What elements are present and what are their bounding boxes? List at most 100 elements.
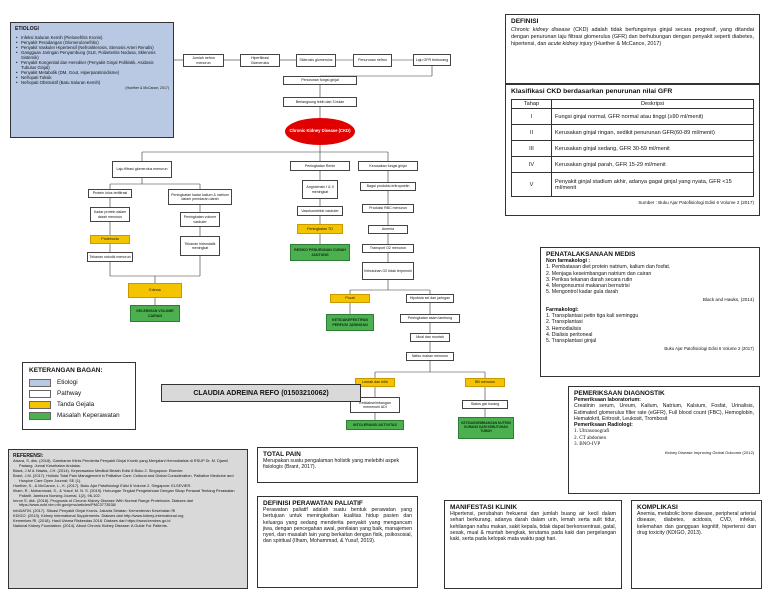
farm-title: Farmakologi: bbox=[546, 306, 579, 313]
legend-swatch bbox=[29, 389, 51, 398]
manifestasi-title: MANIFESTASI KLINIK bbox=[450, 504, 518, 511]
table-cell: Kerusakan ginjal parah, GFR 15-29 ml/men… bbox=[551, 156, 754, 173]
referensi-item: Brant, J.M. (2017). Holistic Total Pain … bbox=[13, 472, 234, 483]
definisi-term2: acute kidney injury bbox=[547, 41, 593, 47]
node-pucat: Pucat bbox=[330, 294, 370, 303]
node-nafsu-makan: Nafsu makan menurun bbox=[406, 352, 454, 361]
node-laju-gfr: Laju GFR berkurang bbox=[413, 54, 451, 66]
etiologi-item: Penyakit Peradangan (Glomerulonefritis) bbox=[15, 40, 169, 45]
definisi-box: DEFINISI Chronic kidney disease (CKD) ad… bbox=[505, 14, 760, 84]
rad-item: 1. Ultrasonografi bbox=[574, 428, 610, 435]
node-intoleransi-aktivitas: INTOLERANSI AKTIVITAS bbox=[346, 420, 404, 430]
node-peningkatan-renin: Peningkatan Renin bbox=[290, 161, 350, 171]
node-penurunan-fungsi: Penurunan fungsi ginjal bbox=[283, 76, 357, 85]
farm-item: 2. Transplantasi bbox=[546, 319, 583, 326]
referensi-item: InfoDATIN. (2017). Situasi Penyakit Ginj… bbox=[13, 507, 176, 513]
farm-list: 1. Transplantasi petin tiga kali semingg… bbox=[546, 313, 754, 344]
node-lfg-menurun: Laju filtrasi glomerulus menurun bbox=[112, 161, 172, 178]
etiologi-list: Infeksi Saluran Kemih (Pielonefritis Kro… bbox=[15, 35, 169, 85]
nonfarm-item: 5. Mengontrol kadar gula darah bbox=[546, 289, 619, 296]
table-cell: V bbox=[511, 172, 552, 197]
farm-item: 5. Transplantasi ginjal bbox=[546, 338, 597, 345]
definisi-text: Chronic kidney disease (CKD) adalah tida… bbox=[511, 27, 754, 48]
legend-label: Tanda Gejala bbox=[57, 401, 95, 408]
node-kebutuhan-o2: Kebutuhan O2 tidak terpenuhi bbox=[362, 262, 414, 280]
node-tekanan-hidrostatik: Tekanan hidrostatik meningkat bbox=[180, 236, 220, 256]
node-kelebihan-volume: KELEBIHAN VOLUME CAIRAN bbox=[130, 305, 180, 322]
node-ketidakseimbangan-adl: Ketidakseimbangan memenuhi ADI bbox=[350, 397, 400, 413]
diagnostik-title: PEMERIKSAAN DIAGNOSTIK bbox=[574, 390, 665, 397]
referensi-item: Imron S, dkk. (2018). Prognosis of Chron… bbox=[13, 497, 194, 508]
node-kadar-kalium: Peningkatan kadar kalium & natrium dalam… bbox=[168, 189, 232, 205]
klasifikasi-title: Klasifikasi CKD berdasarkan penurunan ni… bbox=[511, 88, 673, 95]
node-volume-vaskuler: Peningkatan volume vaskuler bbox=[180, 212, 220, 227]
referensi-box: REFERENSI: Aisara, S, dkk. (2018). Gamba… bbox=[8, 449, 248, 589]
totalpain-box: TOTAL PAIN Merupakan suatu pengalaman ho… bbox=[257, 447, 418, 483]
komplikasi-text: Anemia, metabolic bone disease, peripher… bbox=[637, 511, 756, 536]
etiologi-item: Penyakit Kongenital dan Herediter (Penya… bbox=[15, 60, 169, 70]
node-edema: Edema bbox=[128, 283, 182, 298]
paliatif-box: DEFINISI PERAWATAN PALIATIF Perawatan pa… bbox=[257, 496, 418, 588]
nonfarm-item: 2. Menjaga keseimbangan natrium dan cair… bbox=[546, 270, 652, 277]
legend-item: Etiologi bbox=[29, 377, 129, 388]
paliatif-text: Perawatan paliatif adalah suatu bentuk p… bbox=[263, 507, 412, 545]
node-peningkatan-td: Peningkatan TD bbox=[297, 224, 343, 234]
legend-item: Masalah Keperawatan bbox=[29, 410, 129, 421]
node-jumlah-nefron: Jumlah nefron menurun bbox=[183, 54, 224, 67]
farm-item: 4. Dialisis peritoneal bbox=[546, 331, 593, 338]
node-resiko-curah-jantung: RESIKO PENURUNAN CURAH JANTUNG bbox=[290, 244, 350, 261]
node-mual-muntah: Mual dan muntah bbox=[410, 333, 450, 342]
legend-label: Pathway bbox=[57, 390, 82, 397]
node-nutrisi-kurang: KETIDAKSEIMBANGAN NUTRISI KURANG DARI KE… bbox=[458, 417, 514, 439]
lab-text: Creatinin serum, Ureum, Kalium, Natrium,… bbox=[574, 403, 754, 422]
referensi-item: National Kidney Foundation. (2014). Abou… bbox=[13, 523, 168, 529]
node-anemia: Anemia bbox=[368, 225, 408, 234]
definisi-body: (CKD) adalah tidak berfungsinya ginjal s… bbox=[511, 27, 754, 47]
table-cell: Penyakit ginjal stadium akhir, adanya ga… bbox=[551, 172, 754, 197]
etiologi-item: Gangguan Jaringan Penyambung (SLE, Polia… bbox=[15, 50, 169, 60]
referensi-title: REFERENSI: bbox=[13, 453, 44, 459]
node-hipoksia: Hipoksia sel dan jaringan bbox=[406, 294, 454, 303]
node-proteinuria: Proteinuria bbox=[90, 235, 130, 244]
penatalaksanaan-box: PENATALAKSANAAN MEDIS Non farmakologi : … bbox=[540, 247, 760, 377]
etiologi-item: Penyakit Metabolik (DM, Gout, Hiperparat… bbox=[15, 70, 169, 75]
node-asam-lambung: Peningkatan asam lambung bbox=[400, 314, 460, 323]
definisi-title: DEFINISI bbox=[511, 18, 539, 25]
author-name: CLAUDIA ADREINA REFO (01503210062) bbox=[193, 389, 329, 397]
node-angiotensin: Angiotensin I & II meningkat bbox=[302, 180, 338, 199]
node-sklerosis: Sklerosis glomerulus bbox=[296, 54, 336, 67]
manifestasi-box: MANIFESTASI KLINIK Hipertensi, perubahan… bbox=[444, 500, 622, 589]
lab-title: Pemeriksaan laboratorium: bbox=[574, 397, 641, 403]
etiologi-box: ETIOLOGI Infeksi Saluran Kemih (Pielonef… bbox=[10, 22, 174, 138]
klasifikasi-source: Sumber : Buku Ajar Patofisiologi Edisi 6… bbox=[638, 200, 754, 205]
totalpain-text: Merupakan suatu pengalaman holistik yang… bbox=[263, 458, 400, 471]
node-kerusakan-fungsi: Kerusakan fungsi ginjal bbox=[358, 161, 418, 171]
node-bb-menurun: BB menurun bbox=[465, 378, 505, 387]
komplikasi-box: KOMPLIKASI Anemia, metabolic bone diseas… bbox=[631, 500, 762, 589]
legend-swatch bbox=[29, 411, 51, 420]
node-perfusi-jaringan: KETIDAKEFEKTIFAN PERFUSI JARINGAN bbox=[326, 314, 374, 331]
node-berlangsung: Berlangsung lebih dari 3 bulan bbox=[283, 97, 357, 107]
table-header: Tahap bbox=[511, 99, 552, 109]
table-cell: Fungsi ginjal normal, GFR normal atau ti… bbox=[551, 108, 754, 125]
etiologi-item: Penyakit Vaskuler Hipertensif (Nefroskle… bbox=[15, 45, 169, 50]
node-produksi-eritropoetin: Bagai produksi eritropoetin bbox=[360, 182, 416, 191]
keterangan-title: KETERANGAN BAGAN: bbox=[29, 367, 103, 374]
node-produksi-rbc: Produksi RBC menurun bbox=[362, 204, 414, 213]
nonfarm-title: Non farmakologi : bbox=[546, 258, 591, 264]
node-protein-lolos: Protein lolos terfiltrasi bbox=[88, 189, 132, 198]
table-cell: IV bbox=[511, 156, 552, 173]
node-penurunan-nefron: Penurunan nefron bbox=[353, 54, 392, 67]
nonfarm-item: 4. Mengonsumsi makanan bernutrisi bbox=[546, 283, 630, 290]
legend-item: Pathway bbox=[29, 388, 129, 399]
node-kadar-protein: Kadar protein dalam darah menurun bbox=[90, 207, 130, 222]
